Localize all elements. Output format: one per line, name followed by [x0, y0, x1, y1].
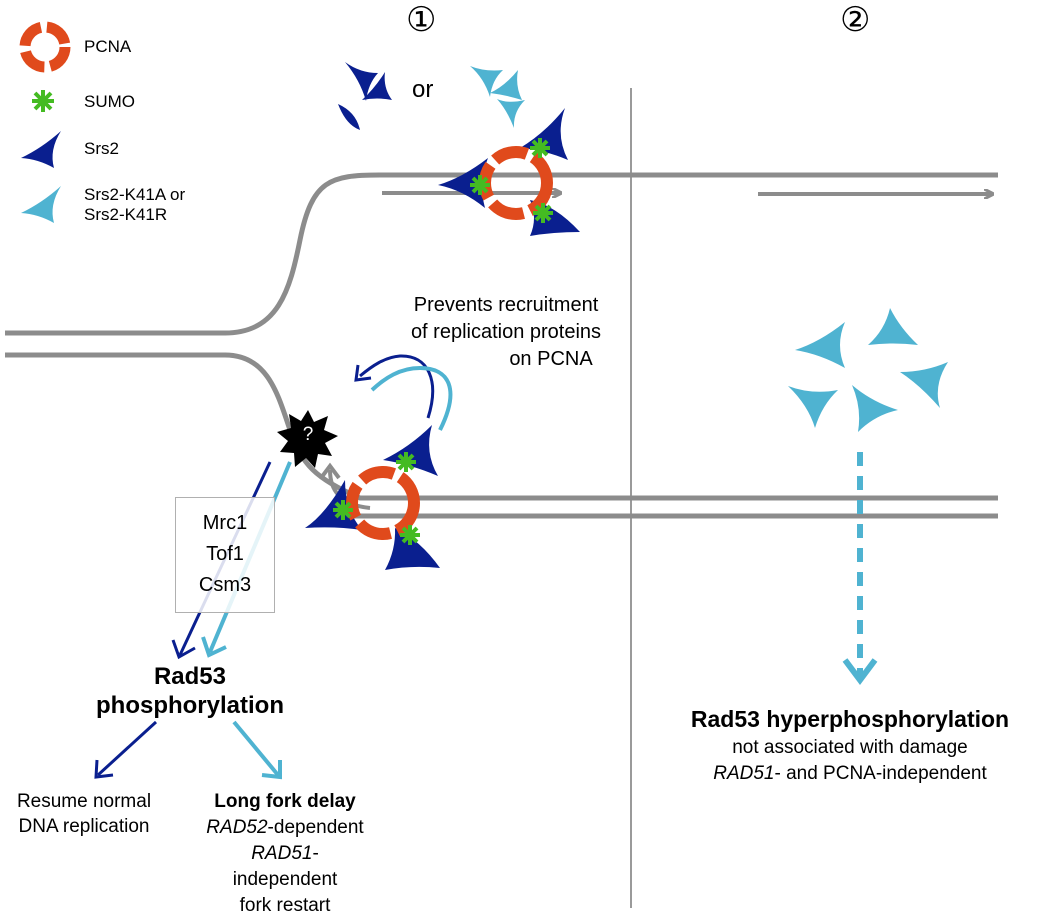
srs2-free-2	[362, 72, 392, 100]
prevents-line3: on PCNA	[509, 348, 593, 370]
srs2-bound-upper-left	[438, 158, 488, 208]
panel2-dashed-arrowhead	[842, 658, 878, 685]
legend-sumo-label: SUMO	[84, 92, 135, 111]
checkpoint-tof1: Tof1	[206, 543, 244, 565]
prevents-arrow-srs2	[359, 354, 435, 419]
pcna-ring-lower	[346, 466, 420, 540]
panel2-rad51-italic: RAD51	[713, 763, 775, 784]
panel2-outcome-title: Rad53 hyperphosphorylation	[690, 706, 1010, 732]
rad53-line1: Rad53	[153, 663, 227, 690]
resume-arrow	[96, 720, 158, 777]
srs2-triangle-icon	[21, 131, 61, 168]
srs2-free-3	[338, 104, 360, 130]
prevents-line1: Prevents recruitment	[413, 294, 599, 316]
upper-pcna-complex	[438, 108, 580, 236]
delay-arrow	[232, 720, 280, 777]
prevents-arrowhead-srs2	[354, 364, 372, 382]
srs2-mutant-free-2	[490, 70, 522, 100]
prevents-line2: of replication proteins	[410, 321, 602, 343]
panel1-number: ①	[406, 1, 437, 39]
rad53-line2: phosphorylation	[96, 692, 284, 719]
srs2-mutant-free-1	[470, 66, 503, 97]
srs2-mutant-free-3	[497, 99, 525, 128]
panel2-outcome-label: Rad53 hyperphosphorylation not associate…	[660, 706, 1040, 787]
sumo-star-lower-2	[333, 500, 353, 520]
pcna-ring-icon	[19, 21, 71, 73]
legend-srs2-mutant-label: Srs2-K41A or Srs2-K41R	[84, 185, 185, 225]
damage-star-icon	[277, 410, 338, 468]
sumo-star-lower-1	[396, 452, 416, 472]
lower-pcna-complex	[305, 425, 440, 570]
resume-arrowhead	[94, 759, 114, 779]
rad51-rest: -independent	[232, 843, 338, 890]
legend-srs2-mutant-line2: Srs2-K41R	[84, 205, 168, 224]
panel2-mutant-1	[795, 322, 845, 368]
damage-question-mark: ?	[302, 424, 314, 445]
pcna-ring-upper	[479, 146, 553, 220]
srs2-bound-lower-right	[385, 528, 440, 570]
checkpoint-mrc1: Mrc1	[202, 512, 248, 534]
sumo-star-upper-1	[530, 138, 550, 158]
fork-restart: fork restart	[239, 895, 331, 916]
delay-arrowhead	[261, 760, 282, 780]
resume-replication-label: Resume normal DNA replication	[0, 789, 168, 839]
rad52-rest: -dependent	[267, 817, 364, 838]
checkpoint-box: Mrc1 Tof1 Csm3	[175, 497, 275, 613]
checkpoint-csm3: Csm3	[198, 574, 252, 596]
panel2-outcome-line2: not associated with damage	[732, 737, 968, 758]
rad52-italic: RAD52	[206, 817, 268, 838]
sumo-star-upper-2	[470, 175, 490, 195]
panel2-mutant-2	[868, 308, 918, 345]
srs2-signal-arrowhead	[171, 639, 196, 660]
dna-lower-strand	[5, 352, 998, 501]
legend-pcna-label: PCNA	[84, 37, 132, 56]
long-fork-delay-title: Long fork delay	[214, 791, 356, 812]
sumo-star-upper-3	[533, 203, 553, 223]
resume-line2: DNA replication	[18, 816, 150, 837]
rad53-phosphorylation-label: Rad53 phosphorylation	[60, 662, 320, 720]
panel2-mutant-3	[900, 362, 948, 408]
panel2-mutant-4	[788, 386, 838, 428]
legend-srs2-label: Srs2	[84, 139, 119, 158]
or-label: or	[412, 76, 434, 103]
sumo-star-lower-3	[400, 525, 420, 545]
sumo-star-icon	[32, 90, 54, 112]
panel2-mutant-5	[852, 385, 898, 432]
panel2-number: ②	[840, 1, 871, 39]
legend-srs2-mutant-line1: Srs2-K41A or	[84, 185, 186, 204]
resume-line1: Resume normal	[16, 791, 152, 812]
srs2-mutant-triangle-icon	[21, 186, 61, 223]
panel2-outcome-line3-rest: - and PCNA-independent	[774, 763, 987, 784]
mutant-signal-arrowhead	[201, 636, 227, 658]
rad51-italic: RAD51	[251, 843, 313, 864]
long-fork-delay-label: Long fork delay RAD52-dependent RAD51-in…	[200, 789, 370, 919]
prevents-recruitment-text: Prevents recruitment of replication prot…	[376, 292, 636, 373]
srs2-bound-lower-top	[383, 425, 438, 476]
lagging-strand-arrowhead	[319, 462, 341, 480]
prevents-arrow-mutant	[370, 365, 453, 431]
dna-upper-strand	[5, 172, 998, 336]
srs2-free-1	[345, 62, 378, 101]
